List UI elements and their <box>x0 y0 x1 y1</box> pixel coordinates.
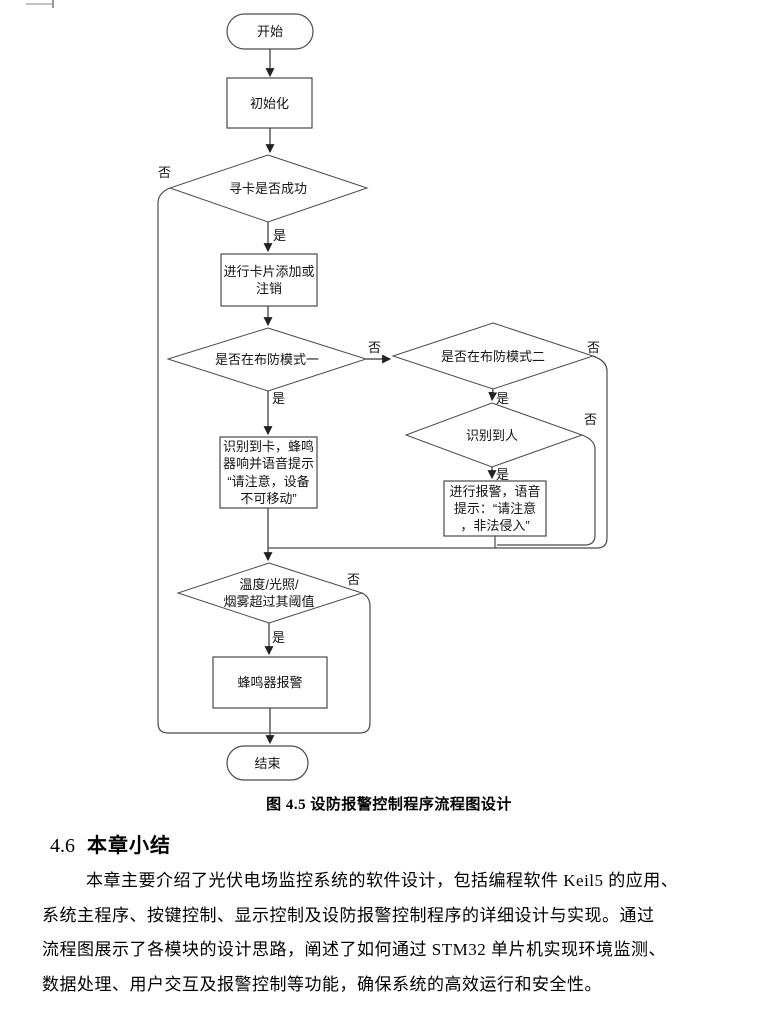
paragraph-line-3: 流程图展示了各模块的设计思路，阐述了如何通过 STM32 单片机实现环境监测、 <box>42 940 666 959</box>
paragraph-line-4: 数据处理、用户交互及报警控制等功能，确保系统的高效运行和安全性。 <box>42 974 602 994</box>
mode1-yes-label: 是 <box>272 391 286 406</box>
sensorcheck-yes-label: 是 <box>272 630 286 645</box>
section-heading: 4.6 本章小结 <box>50 829 171 858</box>
humandetect-yes-label: 是 <box>496 467 510 482</box>
start-terminator-shape <box>226 13 314 50</box>
card-check-decision-shape <box>168 154 369 223</box>
corner-artifact-vertical <box>52 0 54 8</box>
edge-humandetect-no-loop <box>497 434 596 546</box>
edge-mode2-yes-to-humandetect <box>488 388 498 402</box>
figure-caption: 图 4.5 设防报警控制程序流程图设计 <box>266 797 512 813</box>
section-title: 本章小结 <box>87 835 171 857</box>
mode2-decision-shape <box>391 322 595 390</box>
edge-sensorcheck-no-loop <box>270 592 371 734</box>
section-number: 4.6 <box>50 835 75 857</box>
mode1-no-label: 否 <box>368 340 382 355</box>
card-manage-process-shape <box>220 253 318 307</box>
alarm-voice-process-shape <box>443 480 547 537</box>
paragraph-line-2: 系统主程序、按键控制、显示控制及设防报警控制程序的详细设计与实现。通过 <box>42 905 655 925</box>
mode1-decision-shape <box>166 327 368 392</box>
paragraph-line-1: 本章主要介绍了光伏电场监控系统的软件设计，包括编程软件 Keil5 的应用、 <box>86 871 679 890</box>
card-detect-process-shape <box>219 436 318 509</box>
edge-mode2-no-loop <box>268 355 608 549</box>
flowchart: 开始 初始化 寻卡是否成功 进行卡片添加或 注销 是否在布防模式一 是否在布防模… <box>157 13 608 781</box>
mode2-yes-label: 是 <box>496 391 510 406</box>
init-process-shape <box>226 77 313 129</box>
mode2-no-label: 否 <box>587 340 601 355</box>
humandetect-no-label: 否 <box>584 412 598 427</box>
cardcheck-no-label: 否 <box>158 165 172 180</box>
sensor-check-decision-shape <box>176 562 364 624</box>
end-terminator-shape <box>226 745 309 781</box>
summary-paragraph: 本章主要介绍了光伏电场监控系统的软件设计，包括编程软件 Keil5 的应用、 系… <box>42 864 744 1002</box>
cardcheck-yes-label: 是 <box>273 228 287 243</box>
flowchart-graphics <box>157 13 608 781</box>
corner-artifact-horizontal <box>26 3 53 5</box>
edge-cardcheck-no-loop <box>157 187 270 734</box>
human-detect-decision-shape <box>404 402 584 468</box>
buzzer-process-shape <box>212 656 328 709</box>
sensorcheck-no-label: 否 <box>347 572 361 587</box>
